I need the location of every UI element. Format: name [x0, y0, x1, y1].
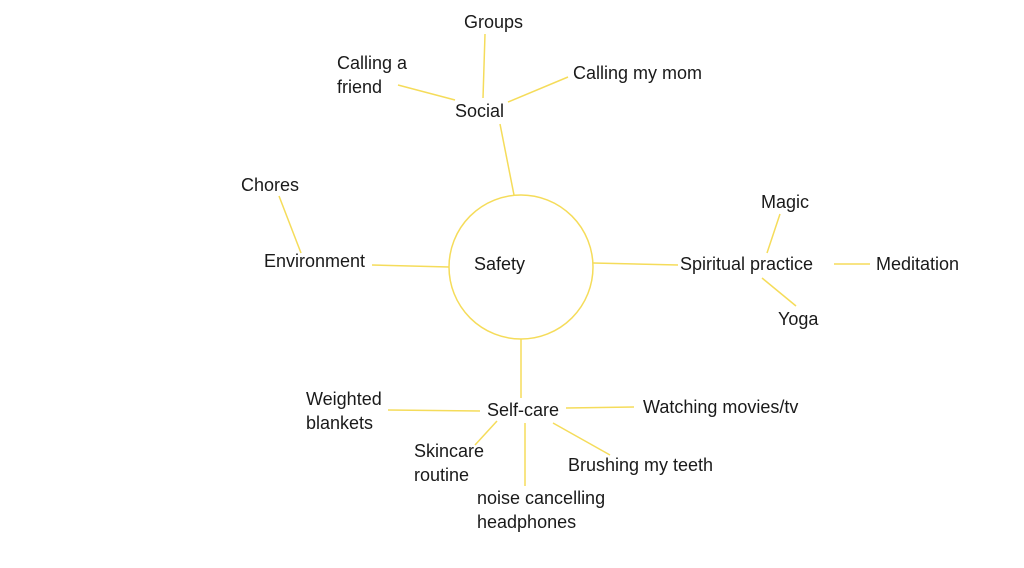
center-label: Safety [474, 254, 526, 274]
link-social-calling-mom [507, 76, 569, 103]
link-spiritual-magic [766, 213, 781, 254]
link-social-groups [482, 33, 486, 99]
leaf-chores: Chores [241, 175, 300, 195]
leaf-brushing-my-teeth: Brushing my teeth [568, 455, 714, 475]
link-environment-chores [278, 195, 302, 254]
link-center-environment [371, 264, 450, 268]
leaf-skincare-routine: Skincare routine [414, 441, 485, 485]
link-social-calling-friend [397, 84, 456, 101]
link-center-spiritual [592, 262, 679, 266]
link-center-social [499, 123, 515, 196]
leaf-calling-a-friend: Calling a friend [337, 53, 408, 97]
link-selfcare-brushing [552, 422, 611, 456]
leaf-groups: Groups [464, 12, 524, 32]
leaf-watching-movies-tv: Watching movies/tv [643, 397, 799, 417]
leaf-yoga: Yoga [778, 309, 819, 329]
link-selfcare-weighted-blankets [387, 409, 481, 412]
leaf-meditation: Meditation [876, 254, 960, 274]
link-selfcare-skincare [474, 420, 498, 446]
branch-social: Social [455, 101, 505, 121]
leaf-calling-my-mom: Calling my mom [573, 63, 703, 83]
leaf-noise-cancelling-headphones: noise cancelling headphones [477, 488, 606, 532]
link-selfcare-watching [565, 406, 635, 409]
leaf-weighted-blankets: Weighted blankets [306, 389, 382, 433]
branch-self-care: Self-care [487, 400, 560, 420]
branch-environment: Environment [264, 251, 366, 271]
link-spiritual-yoga [761, 277, 797, 307]
leaf-magic: Magic [761, 192, 810, 212]
branch-spiritual-practice: Spiritual practice [680, 254, 814, 274]
